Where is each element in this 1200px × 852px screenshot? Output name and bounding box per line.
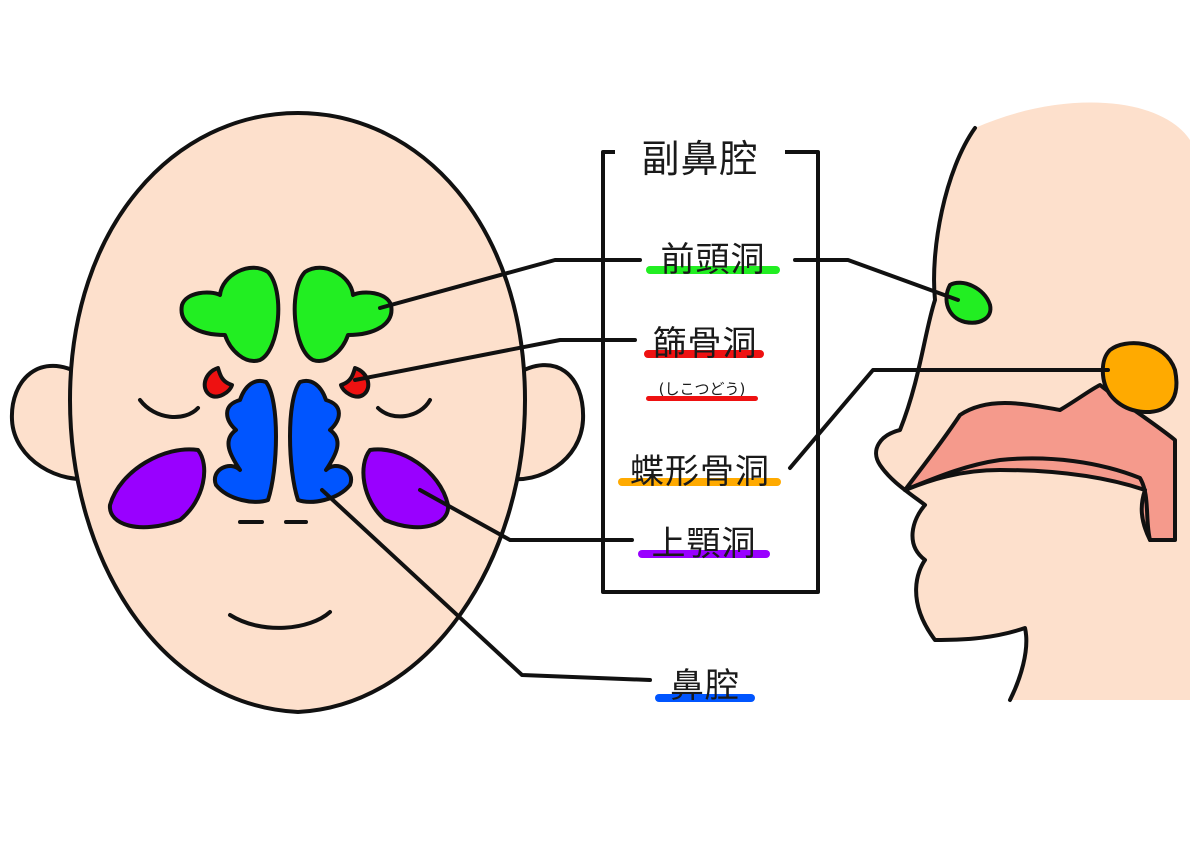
sphenoid-underline [618, 478, 781, 486]
legend-frame [601, 150, 820, 594]
nasal-underline [655, 694, 755, 702]
profile-head [876, 102, 1190, 701]
leader-lines [320, 258, 1110, 682]
profile-outline [874, 126, 1029, 702]
front-face [9, 111, 586, 714]
label-ethmoid-reading: (しこつどう) [658, 380, 746, 398]
profile-nasal-passage [903, 383, 1177, 542]
leader-ethmoid [353, 338, 637, 382]
left-eye [138, 398, 200, 420]
frontal-underline [646, 266, 780, 274]
label-ethmoid-sinus: 篩骨洞 [652, 324, 758, 364]
ethmoid-underline [644, 350, 764, 358]
profile-sphenoid-sinus [1100, 341, 1179, 415]
frontal-sinus-left [179, 265, 281, 363]
mouth [228, 610, 332, 630]
maxillary-sinus-left [107, 447, 207, 530]
ethmoid-sinus-left [202, 366, 234, 399]
side-profile [874, 102, 1190, 702]
nasal-cavity-right [288, 379, 354, 504]
profile-palate [903, 456, 1152, 542]
leader-nasal [320, 488, 652, 682]
maxillary-underline [638, 550, 770, 558]
profile-frontal-sinus [944, 280, 993, 325]
leader-maxillary [418, 488, 634, 542]
leader-sphenoid [788, 368, 1110, 470]
label-nasal-cavity: 鼻腔 [670, 666, 740, 706]
label-frontal-sinus: 前頭洞 [660, 240, 766, 280]
label-sphenoid-sinus: 蝶形骨洞 [630, 452, 770, 492]
ethmoid-reading-underline [646, 396, 758, 401]
ethmoid-sinus-right [339, 366, 371, 399]
label-maxillary-sinus: 上顎洞 [651, 524, 757, 564]
nasal-cavity-left [212, 379, 278, 504]
leader-frontal-side [793, 258, 960, 302]
right-eye [376, 398, 432, 419]
leader-frontal-front [378, 258, 642, 310]
maxillary-sinus-right [361, 447, 451, 530]
diagram-title: 副鼻腔 [615, 128, 785, 183]
legend-box [601, 150, 820, 594]
frontal-sinus-right [292, 265, 394, 363]
